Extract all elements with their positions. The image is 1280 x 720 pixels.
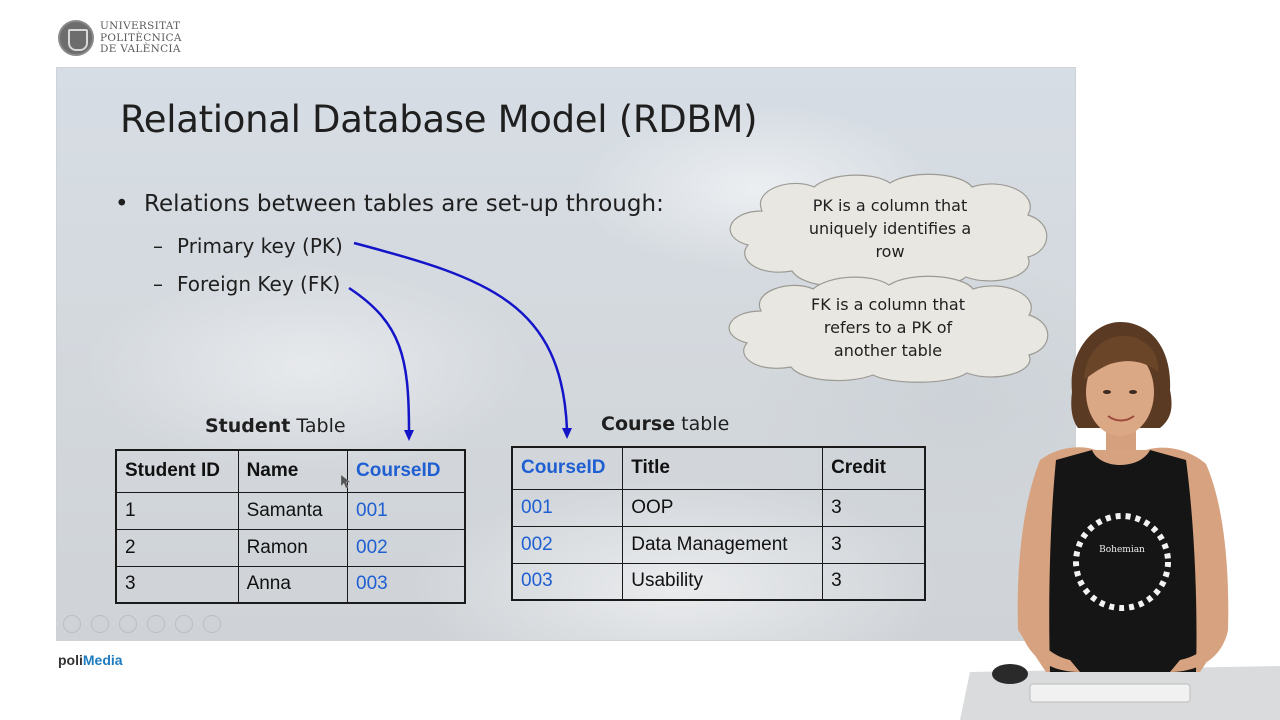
pk-callout: PK is a column that uniquely identifies …	[722, 171, 1058, 289]
table-row: 2 Ramon 002	[115, 528, 466, 567]
table-cell: 3	[822, 562, 926, 601]
table-row: 1 Samanta 001	[115, 491, 466, 530]
fk-callout-line-1: FK is a column that	[810, 295, 965, 314]
table-cell: 2	[115, 528, 239, 567]
table-row: 003 Usability 3	[511, 562, 926, 601]
prev-icon[interactable]	[63, 615, 81, 633]
table-cell: 002	[511, 525, 624, 564]
sub-item-marker: –	[153, 272, 163, 296]
student-table: Student ID Name CourseID 1 Samanta 001 2…	[115, 449, 466, 604]
table-row: 001 OOP 3	[511, 488, 926, 527]
table-cell: Samanta	[237, 491, 349, 530]
mouse-pointer-icon	[341, 475, 351, 489]
table-cell: 003	[511, 562, 624, 601]
pk-callout-line-3: row	[875, 242, 905, 261]
table-row: 3 Anna 003	[115, 565, 466, 604]
column-header: CourseID	[347, 449, 466, 493]
presenter-video: Bohemian	[960, 322, 1280, 720]
table-cell: Anna	[237, 565, 349, 604]
table-cell: 001	[511, 488, 624, 527]
pen-icon[interactable]	[119, 615, 137, 633]
table-cell: 003	[347, 565, 466, 604]
fk-callout-line-2: refers to a PK of	[823, 318, 953, 337]
column-header: Credit	[822, 446, 926, 490]
bullet-text: Relations between tables are set-up thro…	[144, 191, 664, 217]
fk-arrowhead-icon	[404, 430, 414, 441]
cloud-shape-icon	[729, 173, 1048, 289]
column-header: Student ID	[115, 449, 239, 493]
grid-icon[interactable]	[147, 615, 165, 633]
column-header: Name	[237, 449, 349, 493]
table-cell: 001	[347, 491, 466, 530]
table-cell: 3	[822, 488, 926, 527]
table-cell: Ramon	[237, 528, 349, 567]
pk-callout-line-1: PK is a column that	[812, 196, 968, 215]
university-name-line-2: POLITÈCNICA	[100, 31, 182, 44]
course-table-caption: Course table	[601, 413, 729, 435]
university-seal-icon	[58, 20, 94, 56]
student-table-caption: Student Table	[205, 415, 346, 437]
bullet-marker: •	[115, 191, 129, 217]
pk-callout-line-2: uniquely identifies a	[808, 219, 972, 238]
university-logo: UNIVERSITAT POLITÈCNICA DE VALÈNCIA	[58, 20, 181, 58]
sub-item-marker: –	[153, 234, 163, 258]
next-icon[interactable]	[91, 615, 109, 633]
table-cell: 002	[347, 528, 466, 567]
slide-controls[interactable]	[63, 615, 231, 637]
course-caption-bold: Course	[601, 413, 676, 435]
table-row: 002 Data Management 3	[511, 525, 926, 564]
polimedia-logo: poliMedia	[58, 652, 123, 668]
column-header: CourseID	[511, 446, 624, 490]
table-cell: 3	[822, 525, 926, 564]
sub-item-text: Foreign Key (FK)	[177, 272, 341, 296]
slide: Relational Database Model (RDBM) • Relat…	[56, 67, 1076, 641]
pk-arrow	[353, 241, 569, 431]
table-cell: 3	[115, 565, 239, 604]
brand-suffix: Media	[82, 652, 123, 668]
fk-arrow	[348, 286, 411, 433]
more-icon[interactable]	[203, 615, 221, 633]
zoom-icon[interactable]	[175, 615, 193, 633]
sub-item-text: Primary key (PK)	[177, 234, 343, 258]
column-header: Title	[622, 446, 824, 490]
student-caption-rest: Table	[290, 415, 346, 437]
slide-title: Relational Database Model (RDBM)	[120, 98, 758, 141]
course-table: CourseID Title Credit 001 OOP 3 002 Data…	[511, 446, 926, 601]
brand-prefix: poli	[58, 652, 83, 668]
table-header-row: CourseID Title Credit	[511, 446, 926, 490]
table-header-row: Student ID Name CourseID	[115, 449, 466, 493]
fk-callout: FK is a column that refers to a PK of an…	[717, 275, 1059, 383]
fk-callout-line-3: another table	[833, 341, 943, 360]
table-cell: OOP	[622, 488, 824, 527]
table-cell: Usability	[622, 562, 824, 601]
relation-arrows	[348, 241, 572, 441]
university-name-line-1: UNIVERSITAT	[100, 20, 181, 32]
cloud-shape-icon	[728, 275, 1049, 383]
pk-arrowhead-icon	[562, 428, 572, 439]
student-caption-bold: Student	[205, 415, 291, 437]
university-name-line-3: DE VALÈNCIA	[100, 43, 181, 55]
table-cell: Data Management	[622, 525, 824, 564]
svg-text:Bohemian: Bohemian	[1099, 545, 1145, 555]
university-name: UNIVERSITAT POLITÈCNICA DE VALÈNCIA	[100, 20, 182, 56]
table-cell: 1	[115, 491, 239, 530]
course-caption-rest: table	[675, 413, 730, 435]
